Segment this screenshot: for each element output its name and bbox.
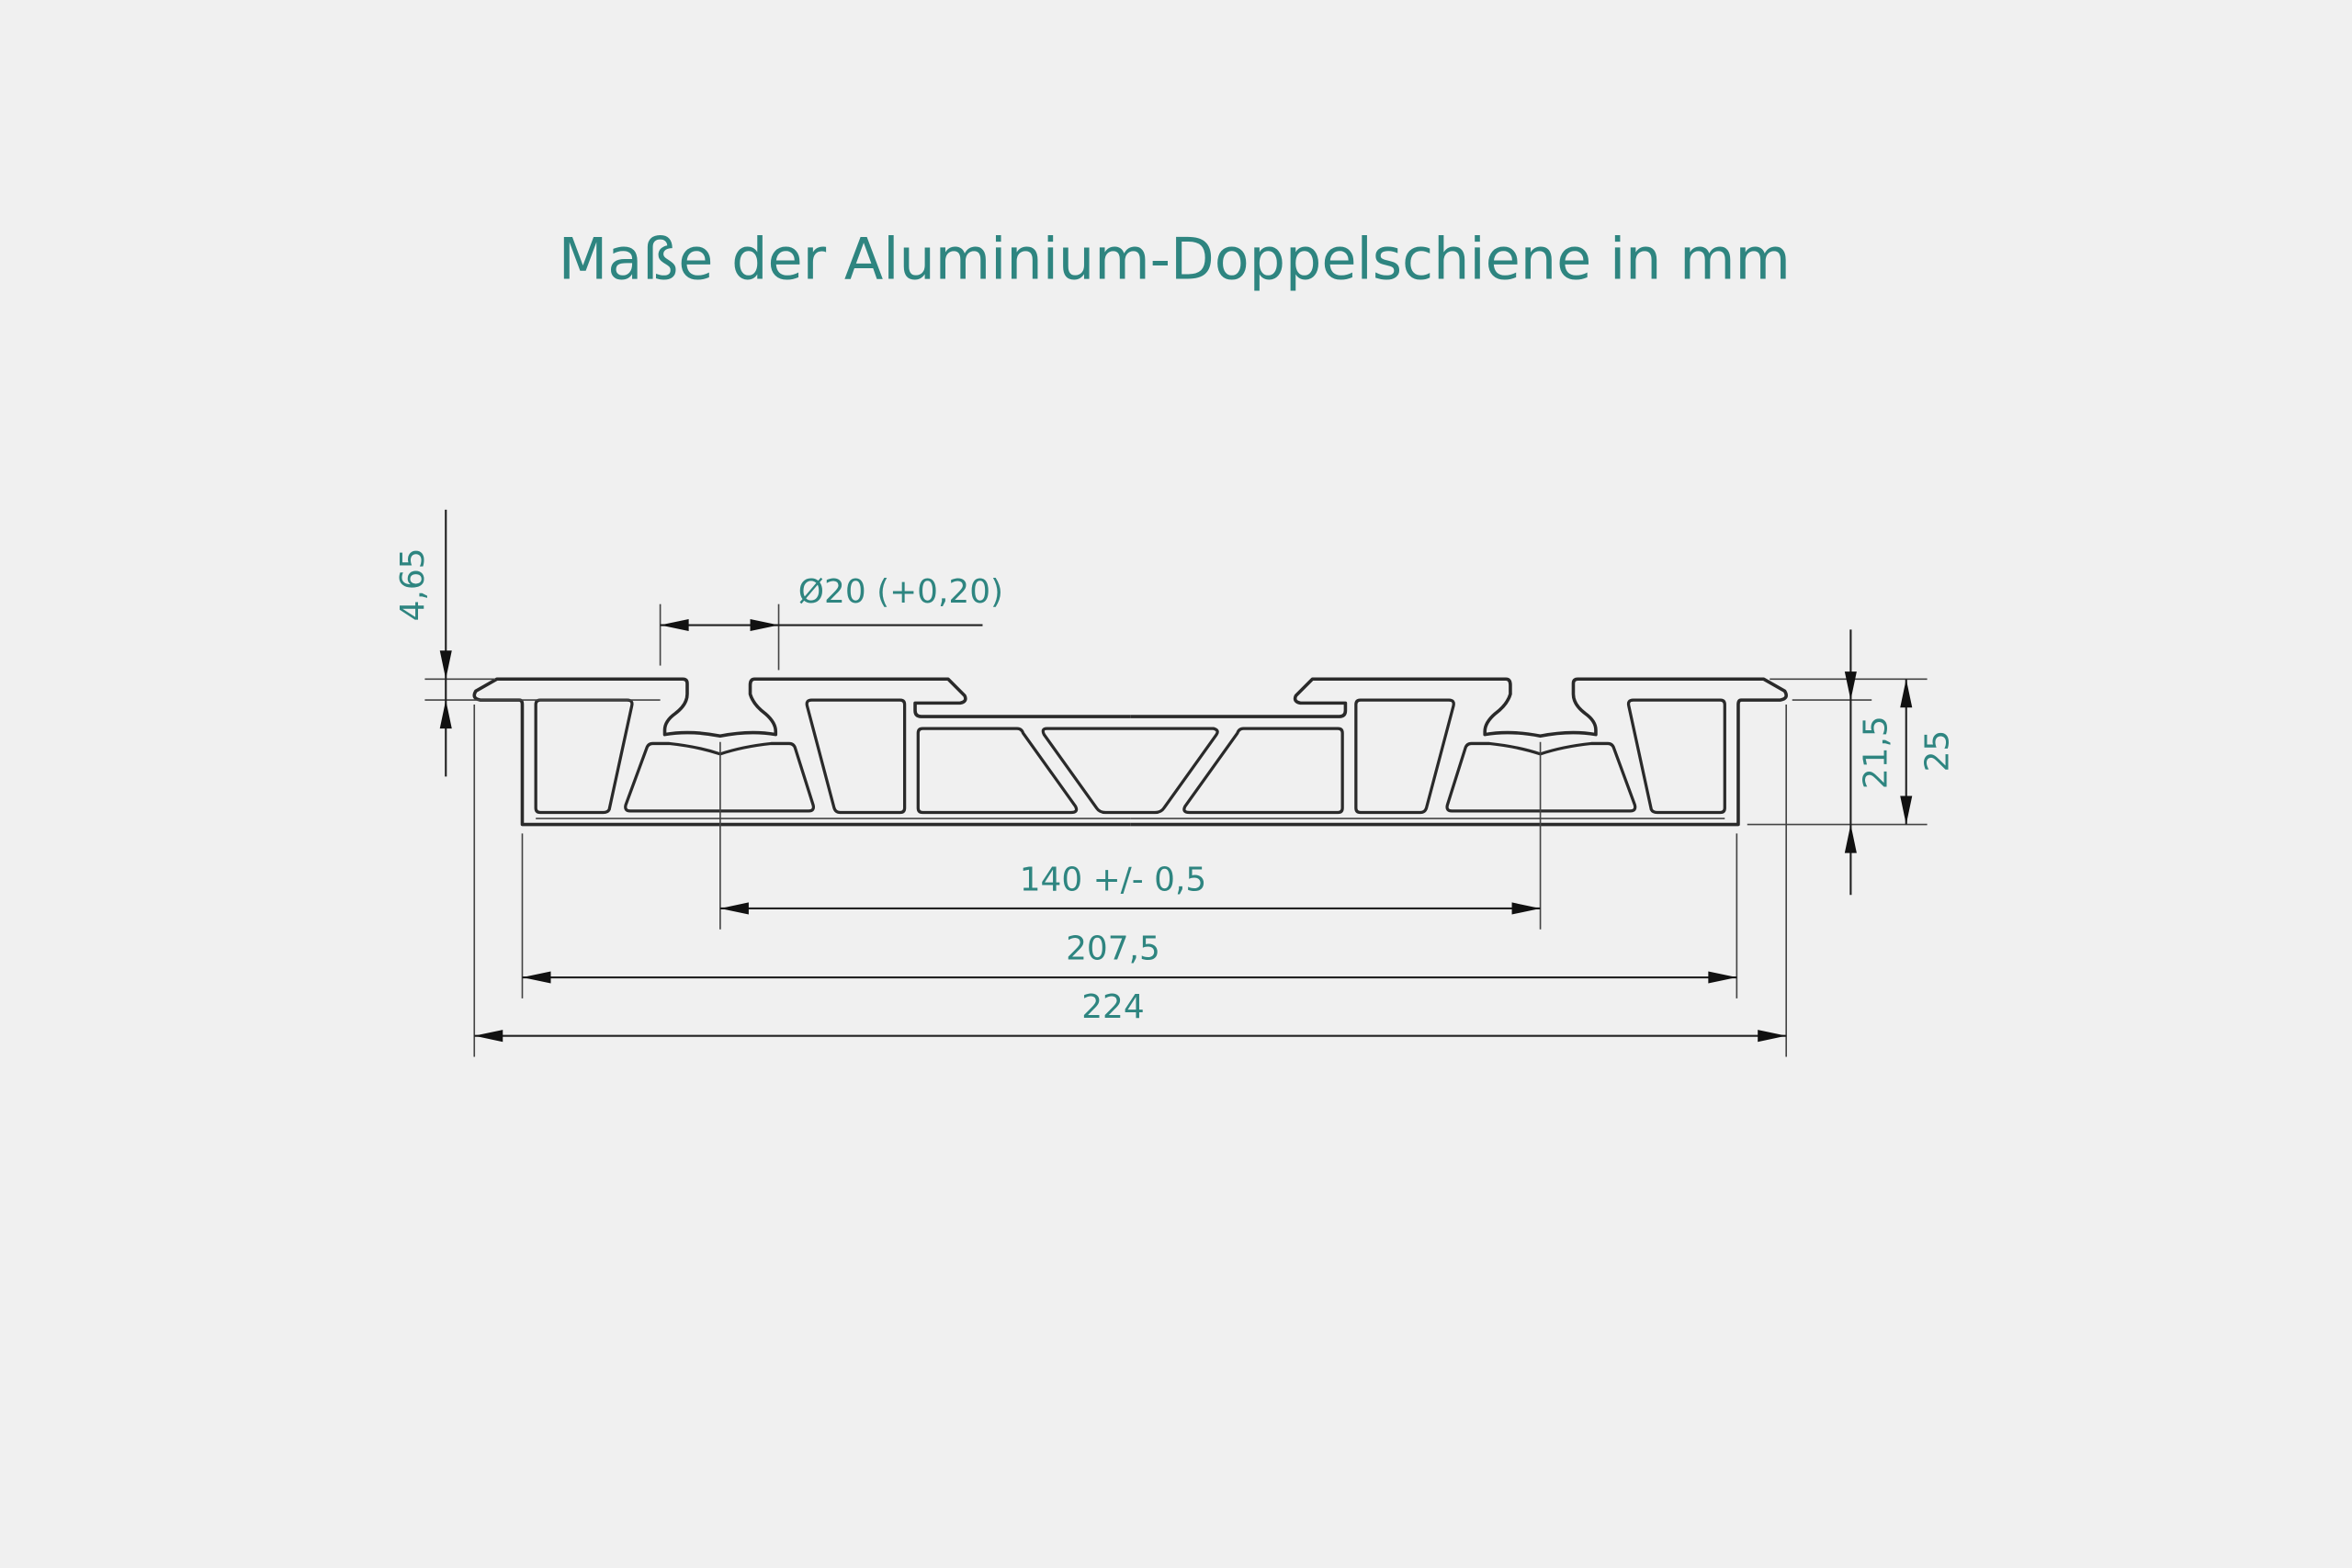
profile-left-half — [472, 677, 1131, 827]
arrow-icon — [1708, 971, 1737, 984]
arrow-icon — [750, 618, 779, 632]
arrow-icon — [1900, 795, 1913, 825]
dim-slot-diameter: Ø20 (+0,20) — [659, 573, 1003, 671]
arrow-icon — [660, 618, 689, 632]
profile-outline — [1130, 677, 1788, 827]
profile-cell — [534, 698, 634, 815]
dim-label-flange-height: 4,65 — [394, 547, 432, 621]
arrow-icon — [474, 1030, 503, 1043]
dim-slot-spacing: 140 +/- 0,5 — [719, 741, 1542, 930]
arrow-icon — [1900, 679, 1913, 708]
dim-heights: 21,5 25 — [1747, 629, 1956, 896]
dim-label-total-height: 25 — [1918, 730, 1956, 773]
dim-total-width: 224 — [473, 705, 1788, 1057]
dim-label-slot-spacing: 140 +/- 0,5 — [1020, 861, 1207, 898]
center-cell — [1041, 727, 1219, 815]
page-title: Maße der Aluminium-Doppelschiene in mm — [559, 226, 1791, 293]
arrow-icon — [439, 700, 452, 729]
dim-inner-width: 207,5 — [521, 833, 1738, 998]
arrow-icon — [719, 902, 749, 915]
arrow-icon — [1511, 902, 1541, 915]
profile-cell — [1626, 698, 1726, 815]
dim-label-inner-width: 207,5 — [1066, 930, 1160, 967]
profile-cell — [1182, 727, 1344, 815]
profile-cell — [916, 727, 1079, 815]
arrow-icon — [1844, 671, 1857, 701]
profile-outline — [472, 677, 1131, 827]
arrow-icon — [439, 650, 452, 680]
dim-label-total-width: 224 — [1081, 988, 1145, 1026]
arrow-icon — [522, 971, 551, 984]
profile-cell — [805, 698, 907, 815]
profile-cell — [1354, 698, 1455, 815]
dim-label-body-height: 21,5 — [1858, 716, 1895, 789]
arrow-icon — [1844, 824, 1857, 853]
arrow-icon — [1758, 1030, 1787, 1043]
rail-profile — [472, 677, 1788, 827]
dim-flange-height: 4,65 — [394, 509, 661, 777]
profile-right-half — [1130, 677, 1788, 827]
dim-label-slot-diameter: Ø20 (+0,20) — [798, 573, 1003, 611]
